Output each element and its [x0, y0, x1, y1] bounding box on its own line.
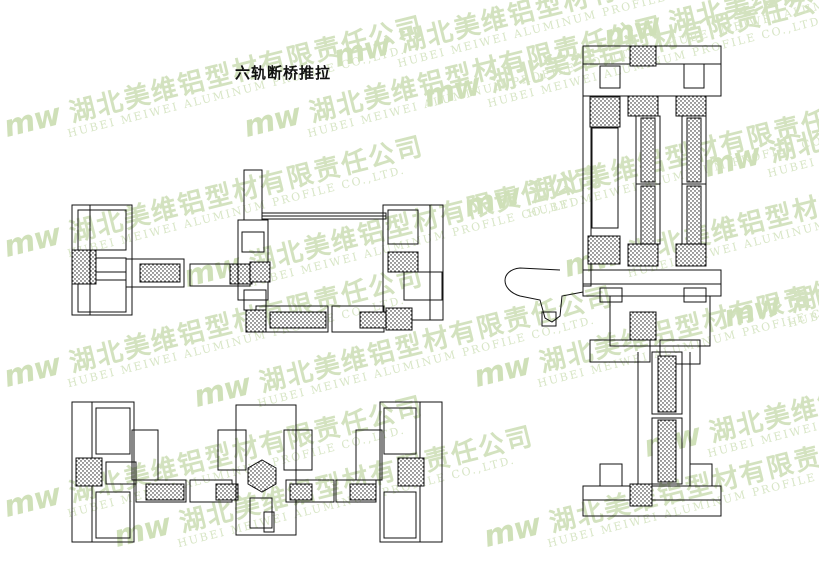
drawing-title: 六轨断桥推拉	[235, 64, 332, 82]
vertical-section	[504, 45, 722, 517]
left-horizontal-section	[71, 169, 444, 333]
bottom-horizontal-section	[71, 401, 443, 543]
